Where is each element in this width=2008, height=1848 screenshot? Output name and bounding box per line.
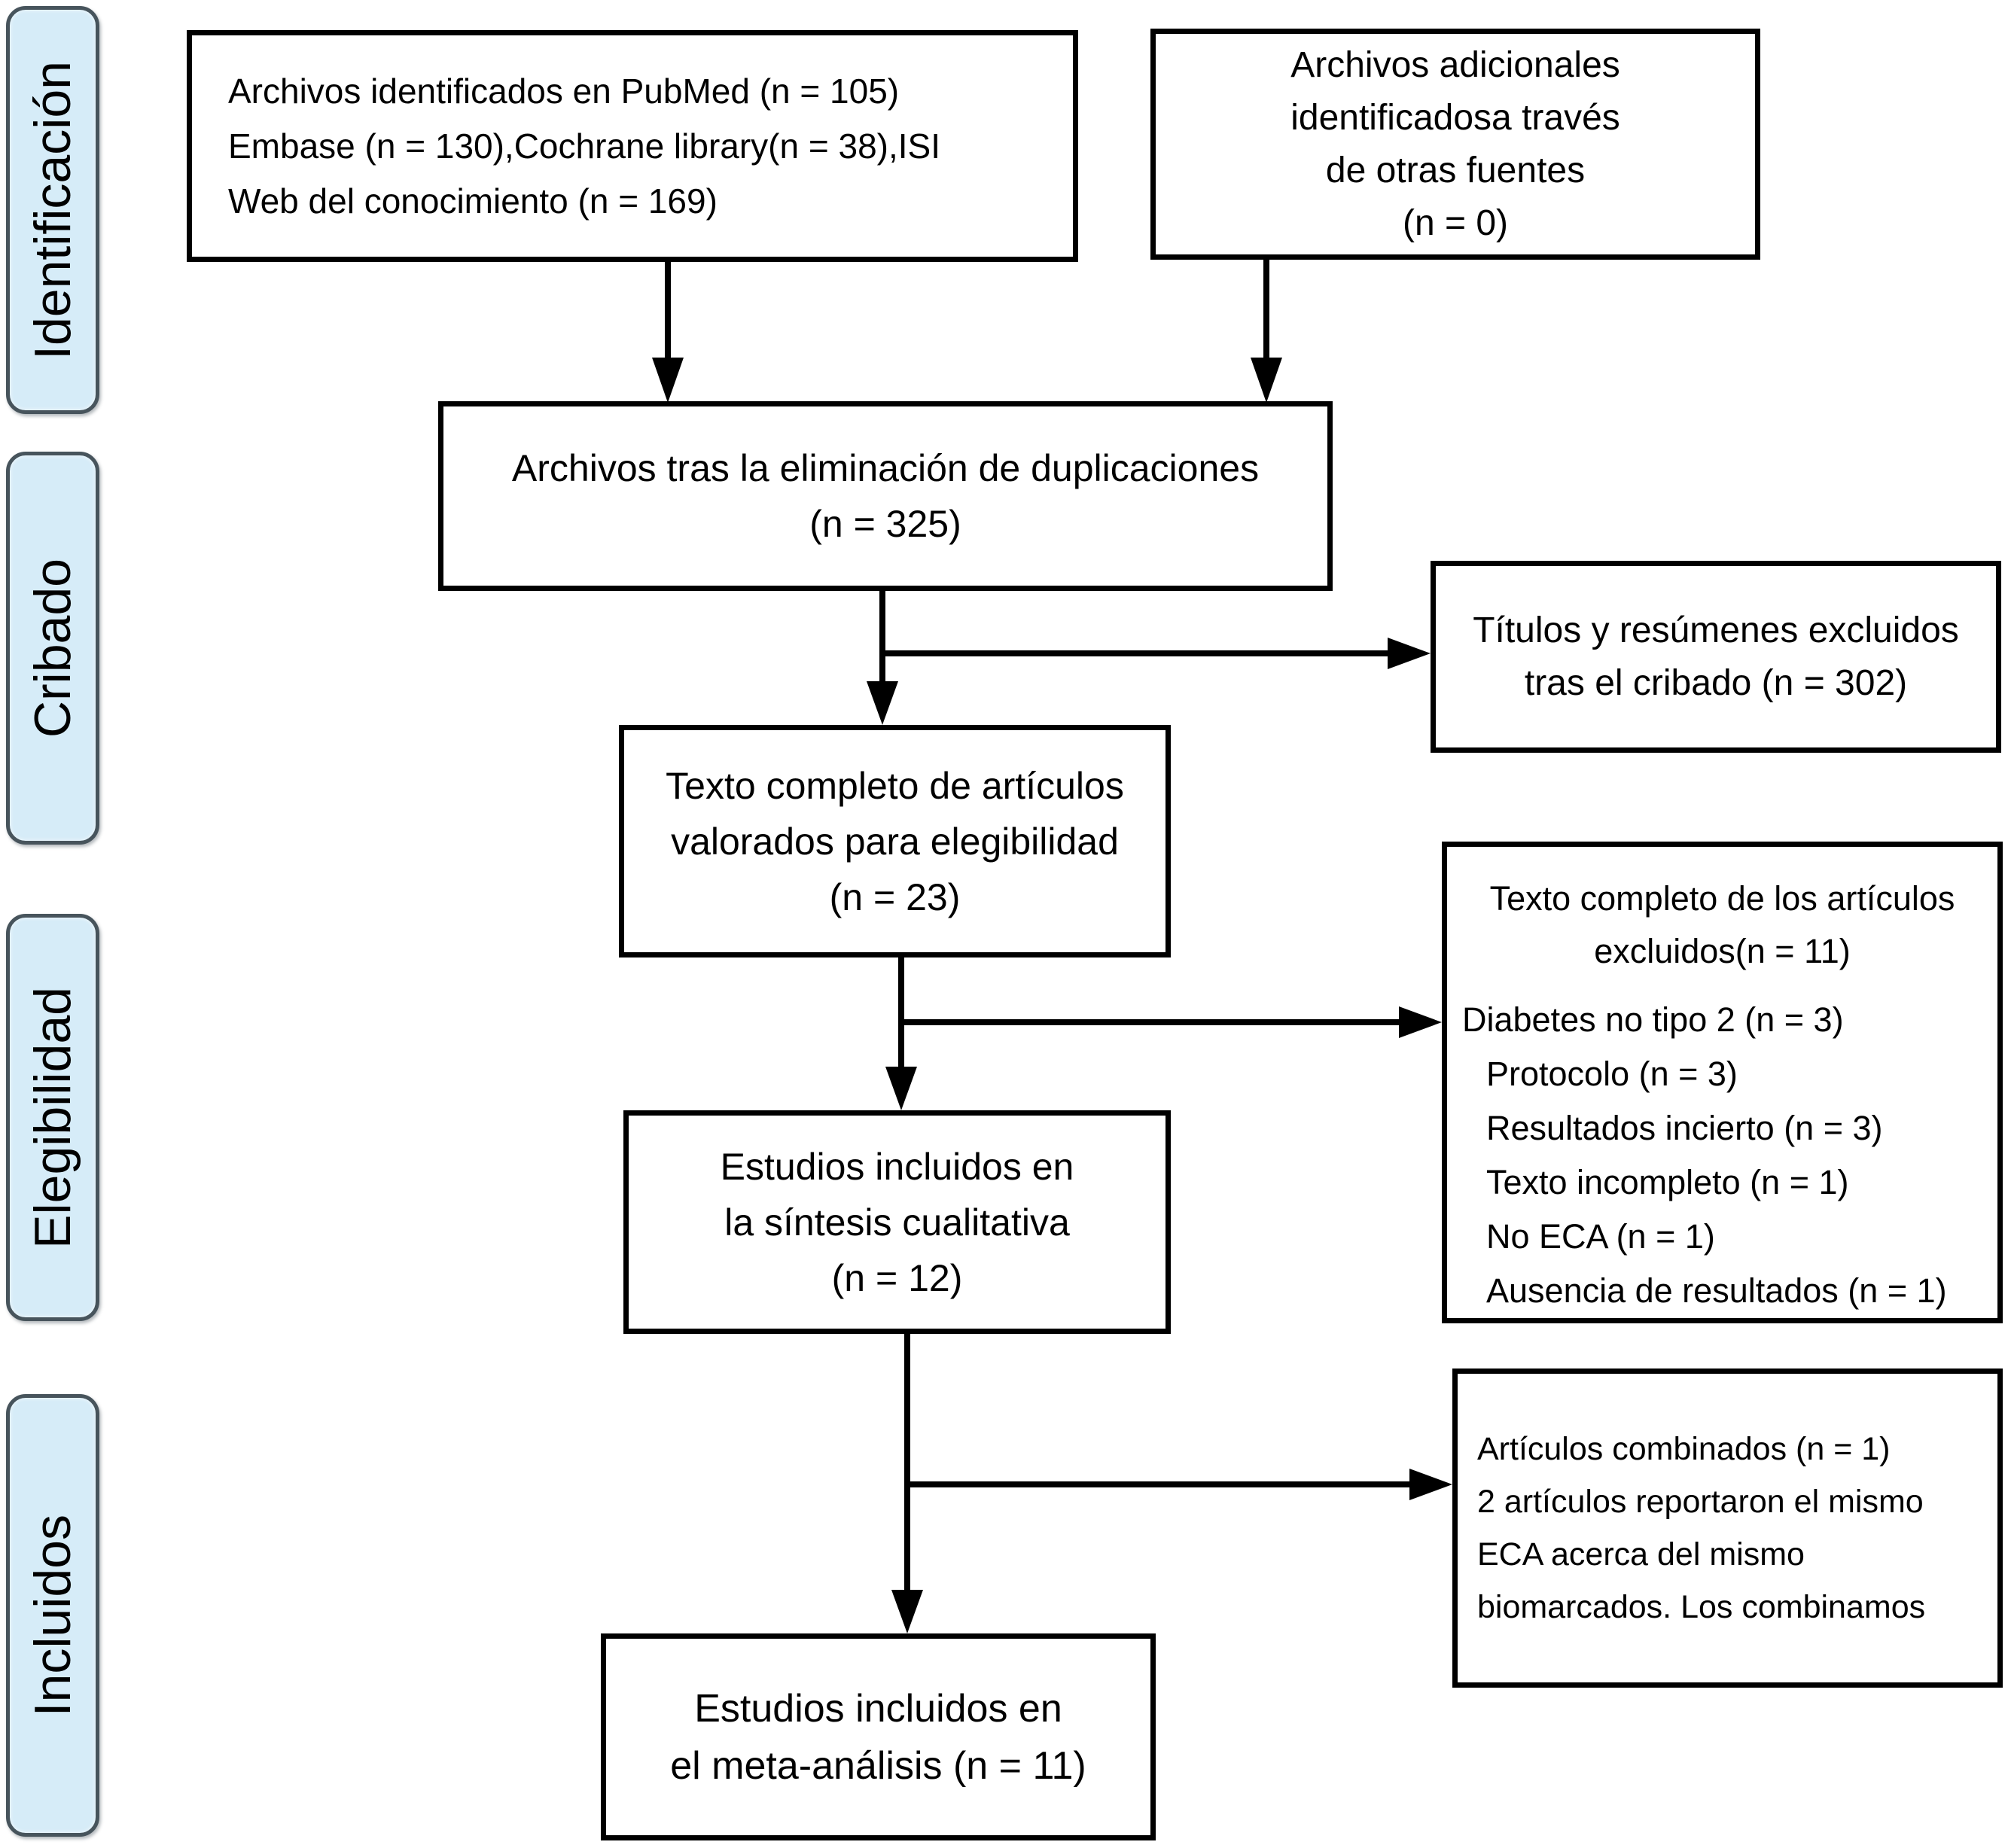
text-line: Títulos y resúmenes excluidos [1473, 610, 1959, 650]
excluded-reason: No ECA (n = 1) [1486, 1217, 1715, 1256]
arrow-qualitative-to-meta [891, 1334, 923, 1633]
sidebar-stage-elegibilidad: Elegibilidad [6, 914, 99, 1321]
sidebar-stage-incluidos: Incluidos [6, 1394, 99, 1837]
text-line: (n = 0) [1402, 202, 1509, 243]
arrow-fulltext-to-excluded [901, 1006, 1442, 1038]
excluded-reason: Texto incompleto (n = 1) [1486, 1163, 1849, 1201]
text-line: biomarcados. Los combinamos [1477, 1589, 1926, 1625]
text-line: excluidos(n = 11) [1594, 932, 1851, 970]
text-line: Texto completo de los artículos [1489, 879, 1955, 918]
text-line: ECA acerca del mismo [1477, 1536, 1805, 1572]
text-line: Web del conocimiento (n = 169) [228, 181, 718, 221]
box-qualitative-synthesis: Estudios incluidos en la síntesis cualit… [623, 1110, 1171, 1334]
box-fulltext-excluded: Texto completo de los artículos excluido… [1442, 842, 2003, 1323]
box-meta-analysis: Estudios incluidos en el meta-análisis (… [601, 1633, 1156, 1840]
excluded-reason: Ausencia de resultados (n = 1) [1486, 1271, 1947, 1310]
text-line: la síntesis cualitativa [724, 1201, 1070, 1244]
text-line: de otras fuentes [1325, 150, 1586, 190]
box-additional-records: Archivos adicionales identificadosa trav… [1150, 29, 1760, 260]
stage-label: Elegibilidad [24, 986, 81, 1249]
arrow-qualitative-to-combined [907, 1469, 1452, 1500]
excluded-reason: Resultados incierto (n = 3) [1486, 1109, 1883, 1147]
text-line: Artículos combinados (n = 1) [1477, 1431, 1891, 1467]
stage-label: Incluidos [24, 1514, 81, 1717]
text-line: Archivos identificados en PubMed (n = 10… [228, 71, 900, 111]
excluded-reason: Protocolo (n = 3) [1486, 1055, 1738, 1093]
text-line: Archivos tras la eliminación de duplicac… [511, 447, 1260, 489]
arrow-dedup-to-excluded [882, 638, 1431, 669]
arrow-dedup-to-fulltext [867, 591, 898, 725]
text-line: valorados para elegibilidad [671, 820, 1119, 863]
text-line: (n = 23) [829, 875, 961, 918]
text-line: el meta-análisis (n = 11) [670, 1743, 1086, 1788]
stage-label: Cribado [24, 558, 81, 738]
text-line: Estudios incluidos en [720, 1145, 1074, 1188]
box-fulltext-assessed: Texto completo de artículos valorados pa… [619, 725, 1171, 957]
sidebar-stage-identificacion: Identificación [6, 6, 99, 414]
excluded-reason: Diabetes no tipo 2 (n = 3) [1462, 1000, 1844, 1039]
text-line: Estudios incluidos en [694, 1686, 1062, 1731]
box-articles-combined: Artículos combinados (n = 1) 2 artículos… [1452, 1368, 2003, 1688]
text-line: (n = 325) [809, 503, 961, 545]
arrow-additional-to-dedup [1251, 260, 1282, 403]
box-records-identified: Archivos identificados en PubMed (n = 10… [187, 30, 1078, 262]
spacer [1447, 978, 1997, 993]
text-line: (n = 12) [831, 1256, 963, 1299]
sidebar-stage-cribado: Cribado [6, 452, 99, 845]
text-line: Embase (n = 130),Cochrane library(n = 38… [228, 126, 941, 166]
text-line: identificadosa través [1290, 97, 1620, 138]
box-titles-abstracts-excluded: Títulos y resúmenes excluidos tras el cr… [1431, 561, 2001, 753]
arrow-identified-to-dedup [652, 262, 684, 403]
text-line: Texto completo de artículos [666, 764, 1124, 807]
text-line: Archivos adicionales [1290, 44, 1620, 85]
text-line: 2 artículos reportaron el mismo [1477, 1484, 1924, 1520]
text-line: tras el cribado (n = 302) [1524, 662, 1908, 703]
stage-label: Identificación [24, 60, 81, 360]
box-records-after-dedup: Archivos tras la eliminación de duplicac… [438, 401, 1333, 591]
arrow-fulltext-to-qualitative [885, 957, 917, 1110]
